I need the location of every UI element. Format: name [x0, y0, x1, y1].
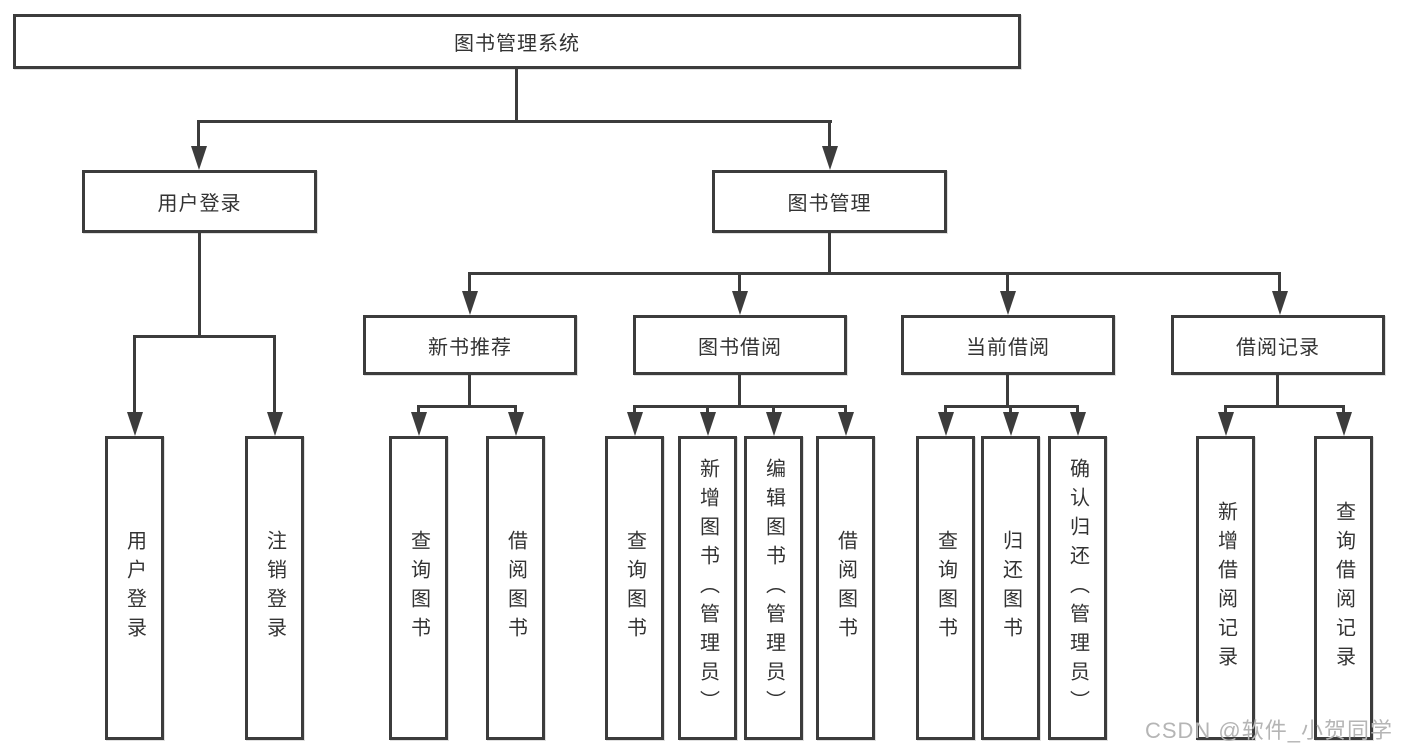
- node-borrow-records-label: 借阅记录: [1236, 336, 1320, 359]
- leaf-query-books-borrow: 查询图书: [605, 436, 664, 740]
- arrow-down-icon: [127, 412, 143, 436]
- node-current-borrow: 当前借阅: [901, 315, 1115, 375]
- leaf-label: 查询图书: [407, 530, 430, 646]
- arrow-down-icon: [462, 291, 478, 315]
- connector-line: [633, 405, 636, 415]
- leaf-label: 确认归还（管理员）: [1066, 457, 1089, 719]
- connector-line: [133, 335, 136, 414]
- connector-line: [772, 405, 775, 415]
- arrow-down-icon: [508, 412, 524, 436]
- node-borrow-records: 借阅记录: [1171, 315, 1385, 375]
- arrow-down-icon: [1000, 291, 1016, 315]
- node-current-borrow-label: 当前借阅: [966, 336, 1050, 359]
- connector-line: [738, 272, 741, 294]
- leaf-label: 归还图书: [999, 530, 1022, 646]
- node-book-borrow-label: 图书借阅: [698, 336, 782, 359]
- arrow-down-icon: [267, 412, 283, 436]
- leaf-edit-books-admin: 编辑图书（管理员）: [744, 436, 803, 740]
- connector-line: [273, 335, 276, 414]
- leaf-label: 用户登录: [123, 530, 146, 646]
- connector-line: [417, 405, 517, 408]
- node-user-login-label: 用户登录: [157, 193, 242, 215]
- arrow-down-icon: [1272, 291, 1288, 315]
- connector-line: [198, 233, 201, 338]
- arrow-down-icon: [766, 412, 782, 436]
- arrow-down-icon: [938, 412, 954, 436]
- leaf-logout: 注销登录: [245, 436, 304, 740]
- leaf-label: 新增借阅记录: [1214, 501, 1237, 675]
- connector-line: [514, 405, 517, 415]
- arrow-down-icon: [1070, 412, 1086, 436]
- connector-line: [468, 272, 1281, 275]
- connector-line: [197, 120, 200, 150]
- arrow-down-icon: [1003, 412, 1019, 436]
- connector-line: [1224, 405, 1345, 408]
- arrow-down-icon: [1336, 412, 1352, 436]
- connector-line: [1342, 405, 1345, 415]
- connector-line: [828, 233, 831, 275]
- connector-line: [844, 405, 847, 415]
- leaf-label: 编辑图书（管理员）: [762, 457, 785, 719]
- connector-line: [1006, 375, 1009, 408]
- connector-line: [633, 405, 846, 408]
- leaf-label: 查询图书: [934, 530, 957, 646]
- connector-line: [738, 375, 741, 408]
- arrow-down-icon: [411, 412, 427, 436]
- connector-line: [944, 405, 947, 415]
- node-root: 图书管理系统: [13, 14, 1021, 69]
- connector-line: [828, 120, 831, 150]
- connector-line: [417, 405, 420, 415]
- leaf-label: 借阅图书: [834, 530, 857, 646]
- leaf-label: 借阅图书: [504, 530, 527, 646]
- leaf-user-login: 用户登录: [105, 436, 164, 740]
- connector-line: [1009, 405, 1012, 415]
- connector-line: [706, 405, 709, 415]
- connector-line: [1006, 272, 1009, 294]
- arrow-down-icon: [627, 412, 643, 436]
- node-user-login: 用户登录: [82, 170, 317, 233]
- leaf-confirm-return-admin: 确认归还（管理员）: [1048, 436, 1107, 740]
- leaf-query-books-current: 查询图书: [916, 436, 975, 740]
- node-new-book-recommend-label: 新书推荐: [428, 336, 512, 359]
- node-book-borrow: 图书借阅: [633, 315, 847, 375]
- arrow-down-icon: [700, 412, 716, 436]
- connector-line: [468, 272, 471, 294]
- arrow-down-icon: [838, 412, 854, 436]
- node-book-management: 图书管理: [712, 170, 947, 233]
- leaf-label: 查询借阅记录: [1332, 501, 1355, 675]
- leaf-add-books-admin: 新增图书（管理员）: [678, 436, 737, 740]
- connector-line: [197, 120, 832, 123]
- arrow-down-icon: [822, 146, 838, 170]
- connector-line: [1076, 405, 1079, 415]
- arrow-down-icon: [191, 146, 207, 170]
- leaf-add-borrow-record: 新增借阅记录: [1196, 436, 1255, 740]
- node-root-label: 图书管理系统: [454, 33, 580, 55]
- leaf-borrow-books: 借阅图书: [816, 436, 875, 740]
- node-new-book-recommend: 新书推荐: [363, 315, 577, 375]
- arrow-down-icon: [732, 291, 748, 315]
- leaf-borrow-books-recommend: 借阅图书: [486, 436, 545, 740]
- csdn-watermark: CSDN @软件_小贺同学: [1144, 718, 1393, 743]
- connector-line: [1224, 405, 1227, 415]
- node-book-management-label: 图书管理: [787, 193, 872, 215]
- leaf-label: 新增图书（管理员）: [696, 457, 719, 719]
- leaf-query-borrow-record: 查询借阅记录: [1314, 436, 1373, 740]
- connector-line: [515, 69, 518, 123]
- connector-line: [1278, 272, 1281, 294]
- connector-line: [1276, 375, 1279, 408]
- arrow-down-icon: [1218, 412, 1234, 436]
- connector-line: [133, 335, 276, 338]
- leaf-label: 查询图书: [623, 530, 646, 646]
- connector-line: [468, 375, 471, 408]
- leaf-label: 注销登录: [263, 530, 286, 646]
- leaf-query-books-recommend: 查询图书: [389, 436, 448, 740]
- leaf-return-books: 归还图书: [981, 436, 1040, 740]
